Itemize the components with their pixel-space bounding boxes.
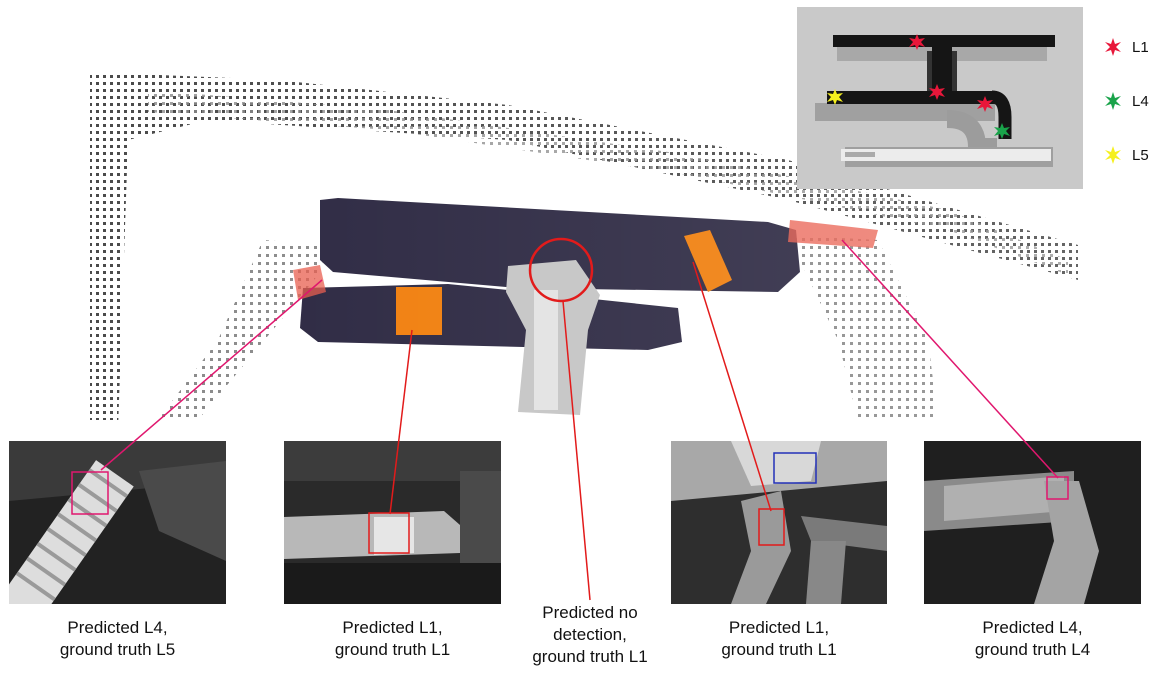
middle-pipe bbox=[827, 91, 997, 104]
thermal-image-4 bbox=[924, 441, 1141, 604]
thermal-image-3 bbox=[671, 441, 887, 604]
caption-1: Predicted L4, ground truth L5 bbox=[59, 618, 176, 659]
legend-item-l5: L5 bbox=[1104, 146, 1149, 164]
legend-item-l4: L4 bbox=[1104, 92, 1149, 110]
inset-markers bbox=[827, 34, 1010, 139]
legend-item-l1: L1 bbox=[1104, 38, 1149, 56]
detection-box-2 bbox=[368, 512, 410, 554]
l1-star-icon bbox=[1105, 38, 1121, 56]
blue-annotation-box bbox=[773, 452, 817, 484]
thermal-image-1 bbox=[9, 441, 226, 604]
model-inset bbox=[797, 7, 1083, 189]
inset-marker-5 bbox=[827, 89, 843, 105]
legend-label-l4: L4 bbox=[1132, 92, 1149, 110]
thermal-image-2 bbox=[284, 441, 501, 604]
inset-marker-4 bbox=[994, 123, 1010, 139]
caption-3: Predicted no detection, ground truth L1 bbox=[532, 603, 648, 666]
inset-marker-3 bbox=[977, 96, 993, 112]
top-pipe bbox=[833, 35, 1055, 47]
detection-box-1 bbox=[71, 471, 109, 515]
bottom-pipe bbox=[841, 149, 1051, 161]
inset-marker-1 bbox=[909, 34, 925, 50]
caption-2: Predicted L1, ground truth L1 bbox=[334, 618, 451, 659]
inset-marker-2 bbox=[929, 84, 945, 100]
legend-label-l1: L1 bbox=[1132, 38, 1149, 56]
caption-5: Predicted L4, ground truth L4 bbox=[974, 618, 1091, 659]
legend-label-l5: L5 bbox=[1132, 146, 1149, 164]
l5-star-icon bbox=[1105, 146, 1121, 164]
l4-star-icon bbox=[1105, 92, 1121, 110]
caption-4: Predicted L1, ground truth L1 bbox=[721, 618, 837, 659]
